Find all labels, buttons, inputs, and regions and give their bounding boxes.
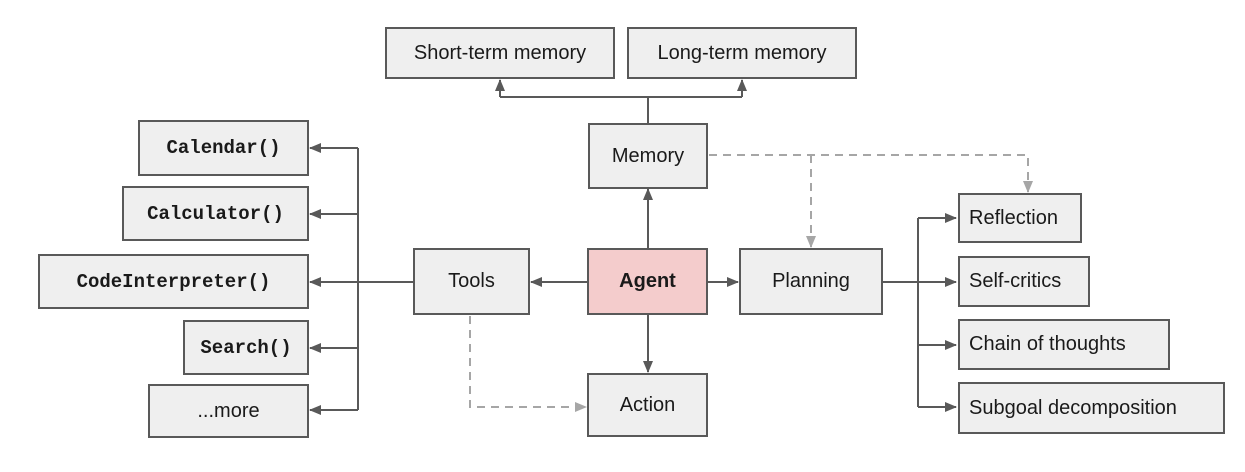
tool-calculator-node: Calculator() xyxy=(122,186,309,241)
short-term-memory-node: Short-term memory xyxy=(385,27,615,79)
plan-subgoal-decomposition-node: Subgoal decomposition xyxy=(958,382,1225,434)
plan-self-critics-node: Self-critics xyxy=(958,256,1090,307)
plan-reflection-node: Reflection xyxy=(958,193,1082,243)
edge-tools-action-dashed xyxy=(469,316,587,412)
long-term-memory-node: Long-term memory xyxy=(627,27,857,79)
tool-search-node: Search() xyxy=(183,320,309,375)
agent-node: Agent xyxy=(587,248,708,315)
tool-code-interpreter-node: CodeInterpreter() xyxy=(38,254,309,309)
planning-node: Planning xyxy=(739,248,883,315)
edge-memory-planning-dashed xyxy=(709,154,1033,193)
memory-node: Memory xyxy=(588,123,708,189)
tool-more-node: ...more xyxy=(148,384,309,438)
action-node: Action xyxy=(587,373,708,437)
plan-chain-of-thoughts-node: Chain of thoughts xyxy=(958,319,1170,370)
tools-node: Tools xyxy=(413,248,530,315)
tool-calendar-node: Calendar() xyxy=(138,120,309,176)
